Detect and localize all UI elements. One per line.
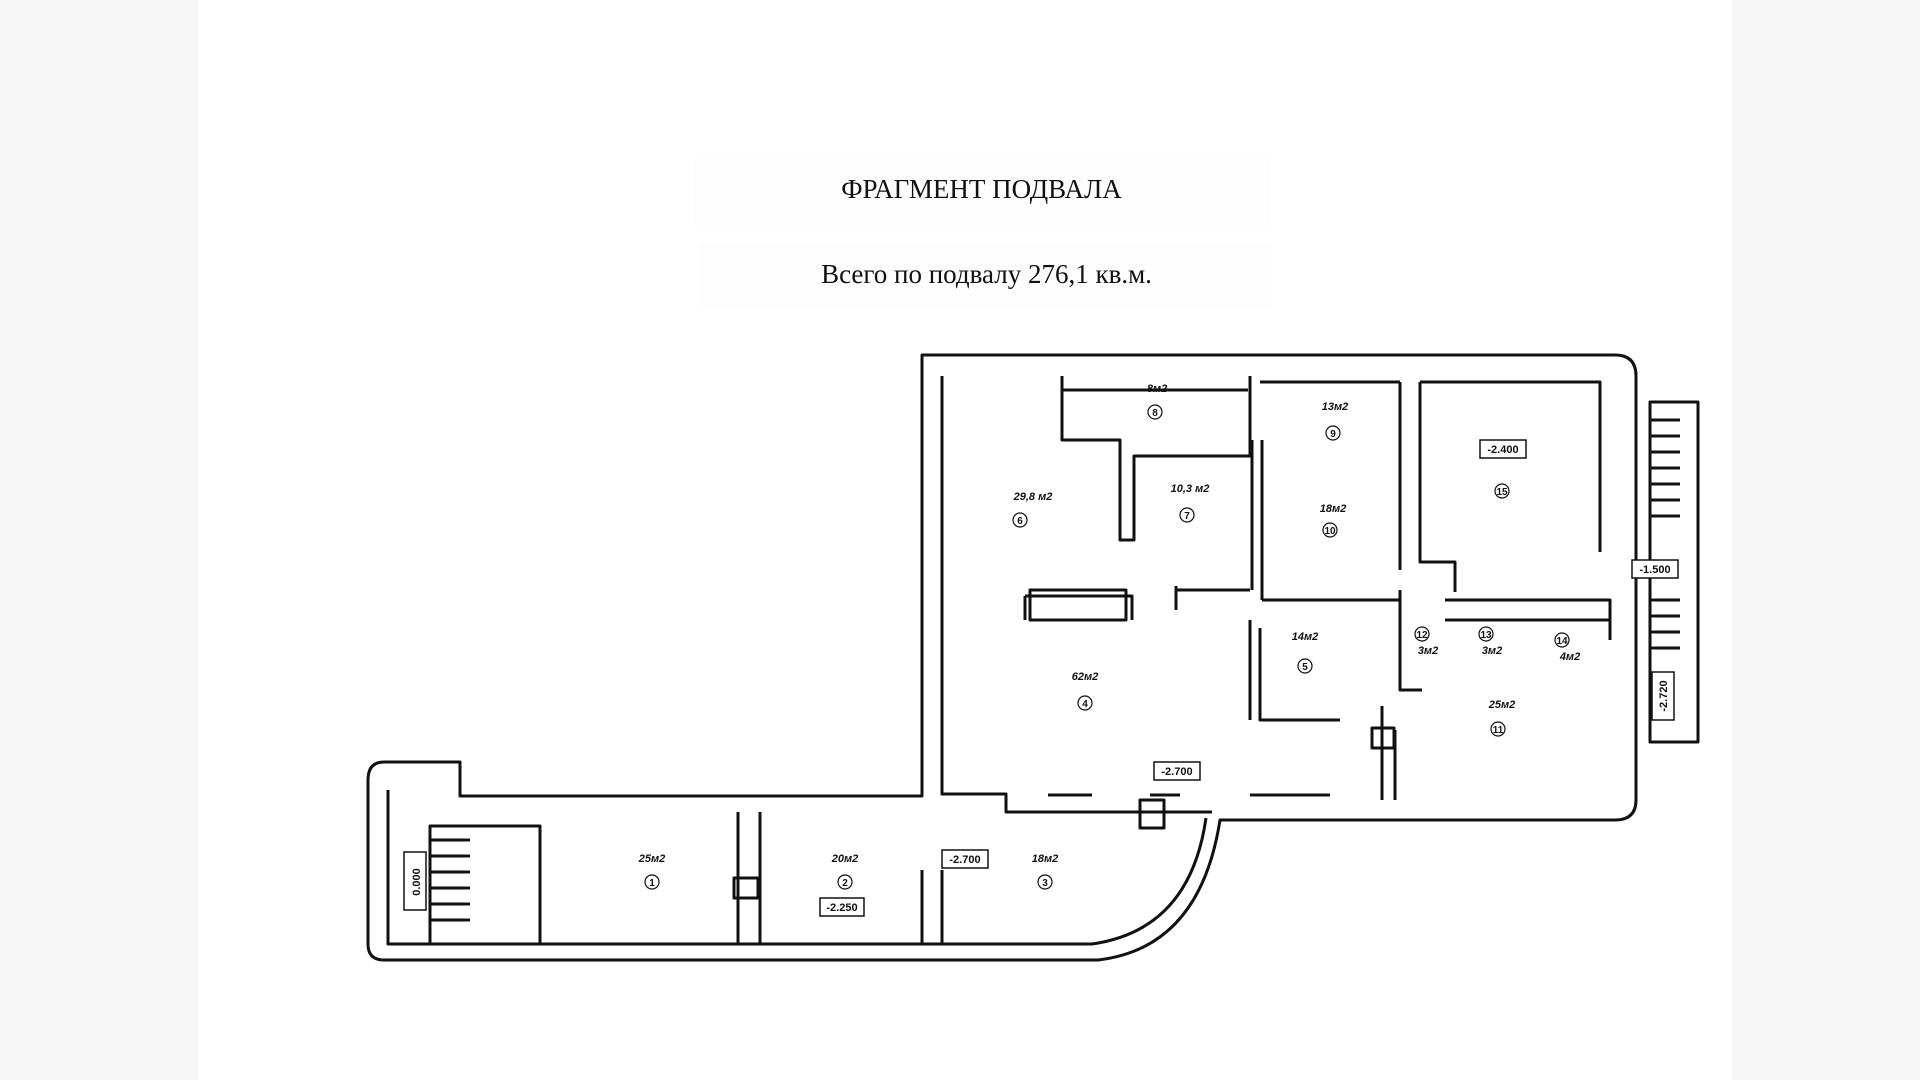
room-10: 18м2 10 [1320, 503, 1347, 538]
plan-title: ФРАГМЕНТ ПОДВАЛА [693, 158, 1270, 226]
room-7: 10,3 м2 7 [1171, 483, 1210, 523]
inner-wall [386, 376, 1212, 946]
svg-text:3м2: 3м2 [1418, 645, 1438, 657]
svg-text:0.000: 0.000 [411, 868, 423, 896]
svg-text:14м2: 14м2 [1292, 631, 1319, 643]
room-2: 20м2 2 [831, 853, 859, 890]
staircase [428, 824, 542, 946]
svg-text:4м2: 4м2 [1559, 651, 1580, 663]
svg-text:18м2: 18м2 [1320, 503, 1347, 515]
svg-text:20м2: 20м2 [831, 853, 859, 865]
svg-text:4: 4 [1082, 699, 1088, 710]
room-3: 18м2 3 [1032, 853, 1059, 890]
svg-text:13: 13 [1480, 630, 1492, 641]
svg-text:8: 8 [1152, 408, 1158, 419]
outer-wall [366, 353, 1638, 962]
svg-text:3м2: 3м2 [1482, 645, 1502, 657]
svg-text:10,3 м2: 10,3 м2 [1171, 483, 1210, 495]
room-6: 29,8 м2 6 [1012, 491, 1053, 528]
svg-text:13м2: 13м2 [1322, 401, 1349, 413]
svg-text:1: 1 [649, 878, 655, 889]
svg-text:29,8 м2: 29,8 м2 [1013, 491, 1053, 503]
level-marks: 0.000 -2.250 -2.700 -2.700 -2.400 -1.500… [403, 439, 1679, 917]
room-labels: 25м2 1 20м2 2 18м2 3 62м2 4 14м2 5 29,8 м2 6 1… [638, 383, 1580, 890]
svg-text:6: 6 [1017, 516, 1023, 527]
room-1: 25м2 1 [638, 853, 666, 890]
svg-text:10: 10 [1324, 526, 1336, 537]
room-9: 13м2 9 [1322, 401, 1349, 441]
svg-text:15: 15 [1496, 487, 1508, 498]
svg-text:-2.400: -2.400 [1487, 444, 1518, 456]
svg-text:12: 12 [1416, 630, 1428, 641]
total-area-caption: Всего по подвалу 276,1 кв.м. [700, 243, 1273, 307]
room-11: 25м2 11 [1488, 699, 1516, 737]
room-15: 15 [1494, 483, 1510, 499]
svg-text:-1.500: -1.500 [1639, 564, 1670, 576]
svg-text:-2.700: -2.700 [949, 854, 980, 866]
room-8: 8м2 8 [1147, 383, 1167, 420]
room-4: 62м2 4 [1072, 671, 1099, 711]
svg-text:11: 11 [1493, 725, 1504, 736]
svg-text:25м2: 25м2 [1488, 699, 1516, 711]
svg-text:3: 3 [1042, 878, 1048, 889]
svg-text:9: 9 [1330, 429, 1336, 440]
svg-text:18м2: 18м2 [1032, 853, 1059, 865]
partition-walls [736, 376, 1612, 944]
svg-text:5: 5 [1302, 662, 1308, 673]
svg-text:25м2: 25м2 [638, 853, 666, 865]
svg-text:8м2: 8м2 [1147, 383, 1167, 395]
svg-text:62м2: 62м2 [1072, 671, 1099, 683]
svg-text:-2.720: -2.720 [1658, 680, 1670, 711]
svg-text:-2.250: -2.250 [826, 902, 857, 914]
svg-text:-2.700: -2.700 [1161, 766, 1192, 778]
svg-text:7: 7 [1184, 511, 1190, 522]
svg-text:2: 2 [842, 878, 848, 889]
svg-text:14: 14 [1556, 636, 1568, 647]
room-5: 14м2 5 [1292, 631, 1319, 674]
